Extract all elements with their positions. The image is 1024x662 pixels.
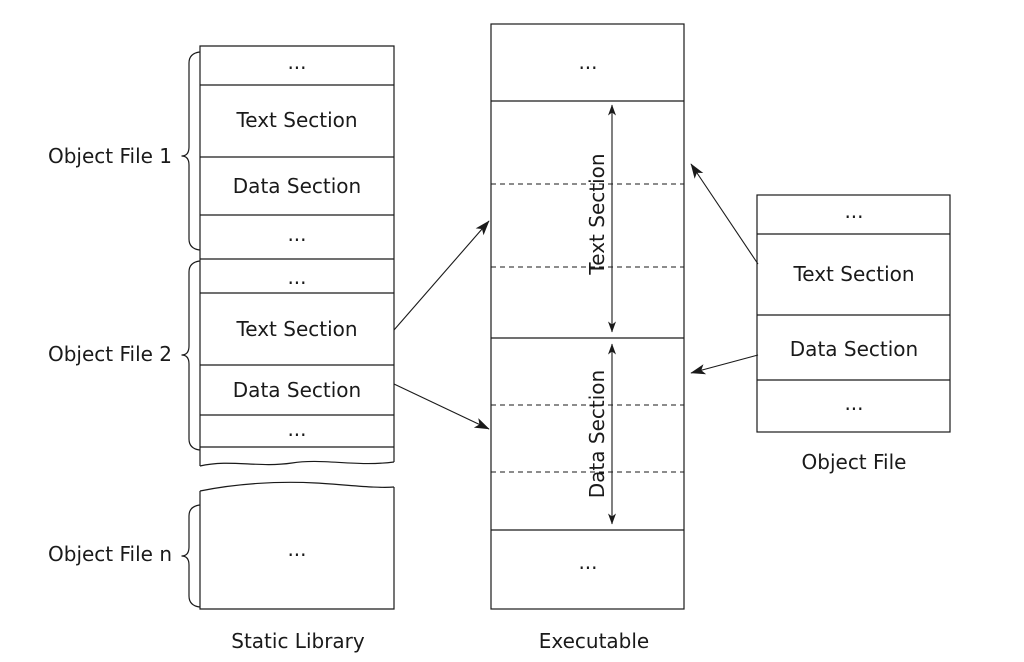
executable-box: [490, 23, 685, 610]
executable-bottom-dots: ...: [578, 550, 597, 574]
library-row-text-section: Text Section: [235, 317, 357, 341]
executable: Text Section Data Section ... ... Execut…: [490, 23, 685, 653]
object-file-n-brace: [181, 504, 200, 608]
library-row-data-section: Data Section: [233, 378, 361, 402]
static-library-box-outline: [199, 45, 395, 466]
library-text-section-link-arrow: [393, 220, 490, 331]
object-file-row-dots: ...: [844, 391, 863, 415]
library-row-text-section: Text Section: [235, 108, 357, 132]
library-row-dots: ...: [287, 417, 306, 441]
executable-section-lines: [491, 100, 684, 531]
executable-caption: Executable: [539, 629, 650, 653]
object-file-n-box: [199, 487, 395, 610]
object-file-2-brace: [181, 260, 200, 451]
library-row-dots: ...: [287, 50, 306, 74]
object-file-1-label: Object File 1: [48, 144, 172, 168]
object-file-text-section-link-arrow: [690, 163, 759, 265]
static-library-row-lines: [200, 84, 394, 448]
object-file-row-data-section: Data Section: [790, 337, 918, 361]
object-file-n-torn-top-edge: [199, 481, 395, 492]
library-data-section-link-arrow: [393, 383, 490, 430]
executable-top-dots: ...: [578, 50, 597, 74]
object-file-2-label: Object File 2: [48, 342, 172, 366]
library-row-dots: ...: [287, 265, 306, 289]
library-row-data-section: Data Section: [233, 174, 361, 198]
object-file-data-section-link-arrow: [690, 354, 759, 375]
object-file-1-brace: [181, 51, 200, 251]
object-file-row-lines: [757, 233, 950, 381]
link-arrows: [393, 163, 759, 430]
object-file-box: [756, 194, 951, 433]
static-library: Object File 1 Object File 2 Object File …: [48, 45, 395, 653]
object-file-caption: Object File: [802, 450, 907, 474]
static-library-torn-bottom-edge: [199, 460, 395, 467]
executable-text-section-label: Text Section: [585, 153, 609, 275]
executable-data-section-label: Data Section: [585, 370, 609, 498]
object-file-row-text-section: Text Section: [792, 262, 914, 286]
object-file-row-dots: ...: [844, 199, 863, 223]
object-file-n-label: Object File n: [48, 542, 172, 566]
static-library-caption: Static Library: [231, 629, 365, 653]
library-row-dots: ...: [287, 537, 306, 561]
library-row-dots: ...: [287, 222, 306, 246]
object-file: ... Text Section Data Section ... Object…: [756, 194, 951, 474]
